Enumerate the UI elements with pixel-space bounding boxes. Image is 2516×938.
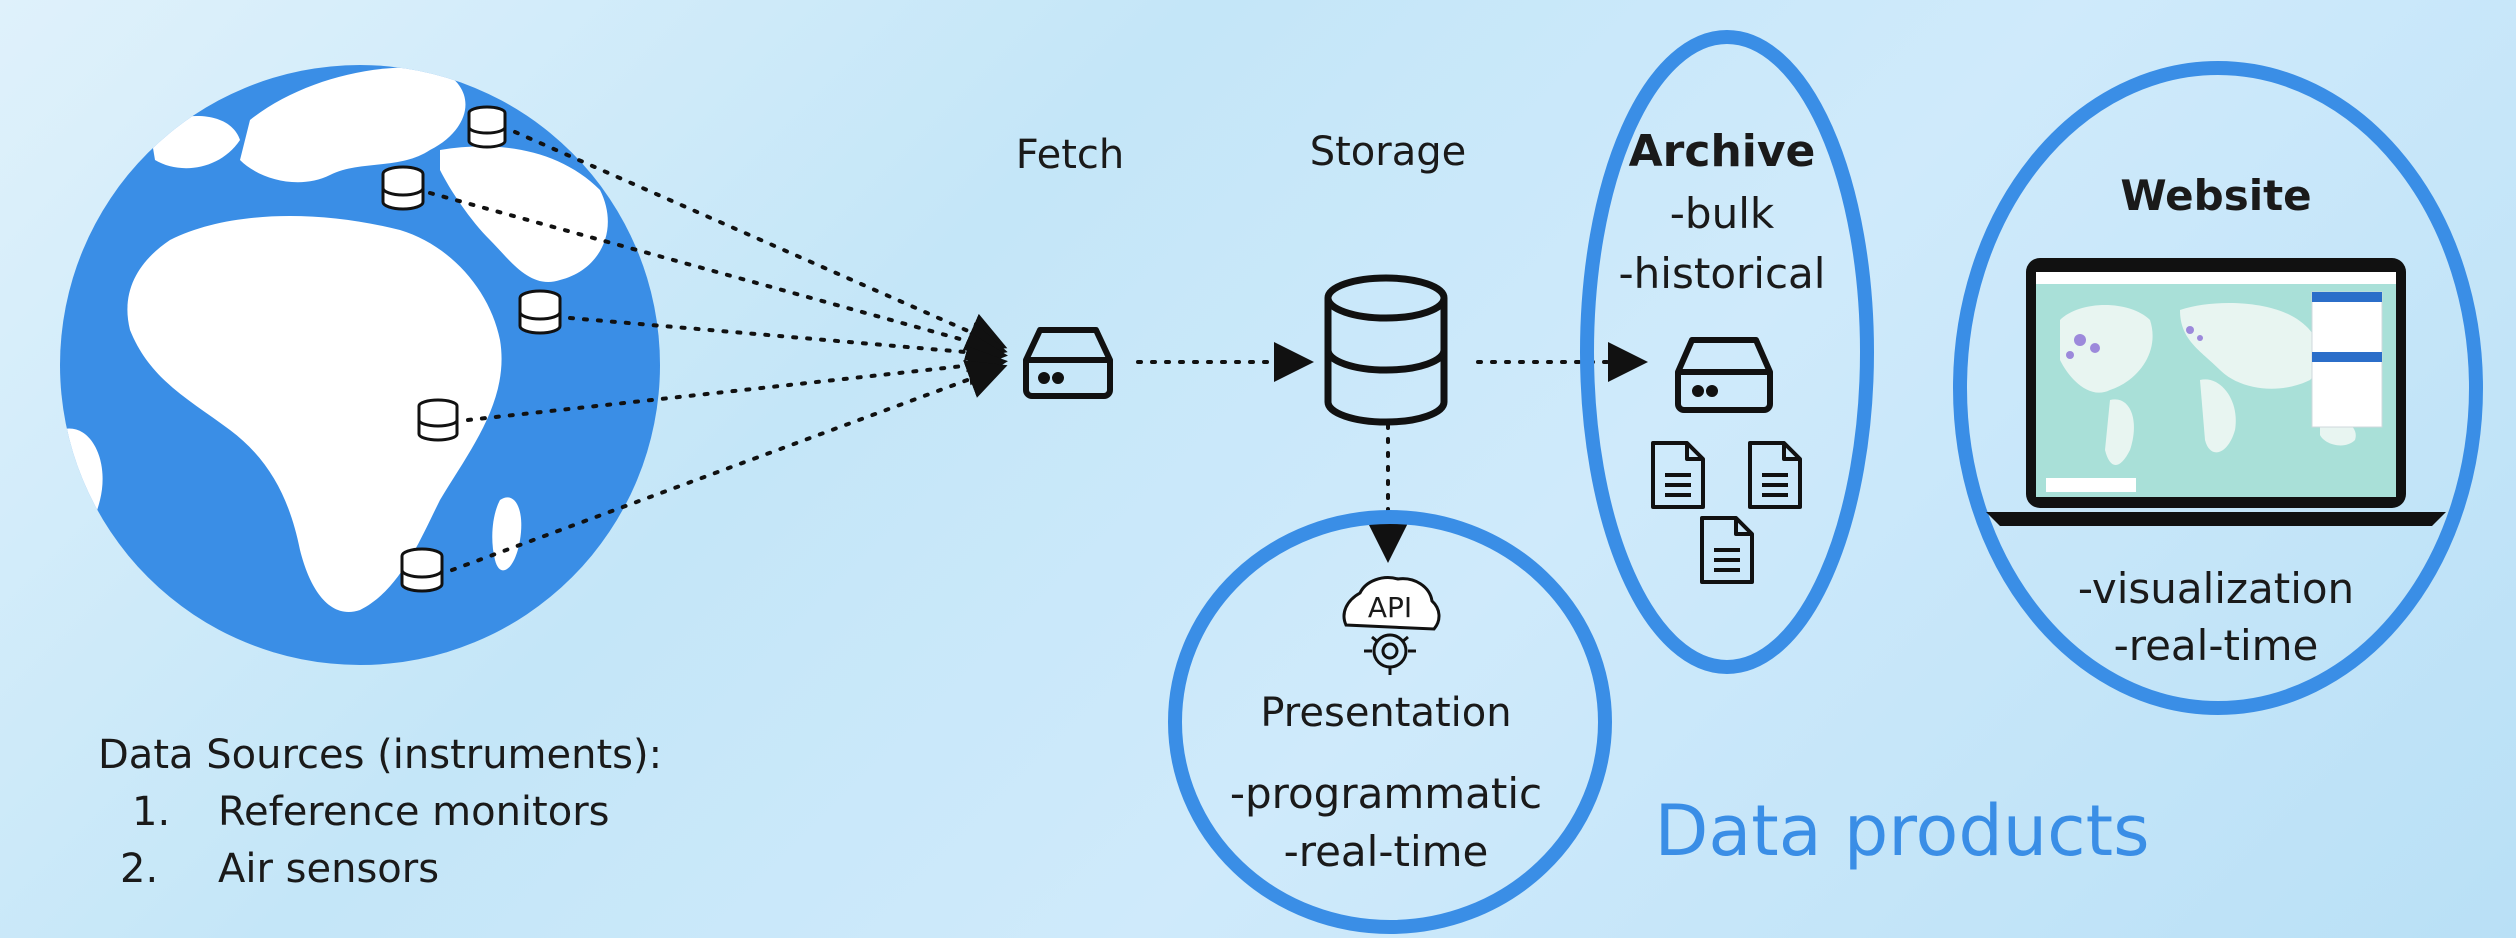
storage-label: Storage [1310, 129, 1467, 175]
database-icon [518, 289, 562, 335]
svg-text:API: API [1368, 591, 1412, 624]
website-line-2: -real-time [2114, 621, 2319, 670]
fetch-label: Fetch [1016, 132, 1124, 178]
presentation-outline [1168, 510, 1612, 934]
api-gear-icon: API [1342, 576, 1441, 675]
laptop-icon [1986, 258, 2446, 526]
sources-item-1-num: 1. [132, 789, 170, 835]
website-line-1: -visualization [2078, 564, 2354, 613]
sources-item-1-label: Reference monitors [218, 789, 609, 835]
archive-line-2: -historical [1619, 249, 1826, 298]
archive-outline [1580, 30, 1874, 674]
storage-database-icon [1324, 274, 1448, 426]
sources-item-2-num: 2. [120, 846, 158, 892]
website-outline [1953, 61, 2483, 715]
database-icon [467, 105, 507, 149]
presentation-line-1: -programmatic [1230, 769, 1542, 818]
database-icon [400, 547, 444, 593]
document-icon [1748, 441, 1802, 509]
document-icon [1651, 441, 1705, 509]
sources-heading: Data Sources (instruments): [98, 732, 662, 778]
data-products-label: Data products [1654, 790, 2149, 872]
archive-title: Archive [1629, 126, 1816, 177]
fetch-server-icon [1023, 327, 1113, 399]
presentation-line-2: -real-time [1284, 827, 1489, 876]
website-title: Website [2120, 171, 2311, 220]
source-to-fetch-arrows [428, 130, 1008, 572]
archive-server-icon [1675, 337, 1773, 413]
document-icon [1700, 516, 1754, 584]
presentation-title: Presentation [1260, 690, 1511, 736]
database-icon [381, 165, 425, 211]
world-map-screenshot [2036, 272, 2396, 497]
archive-line-1: -bulk [1670, 189, 1775, 238]
database-icon [417, 398, 459, 442]
sources-item-2-label: Air sensors [218, 846, 439, 892]
